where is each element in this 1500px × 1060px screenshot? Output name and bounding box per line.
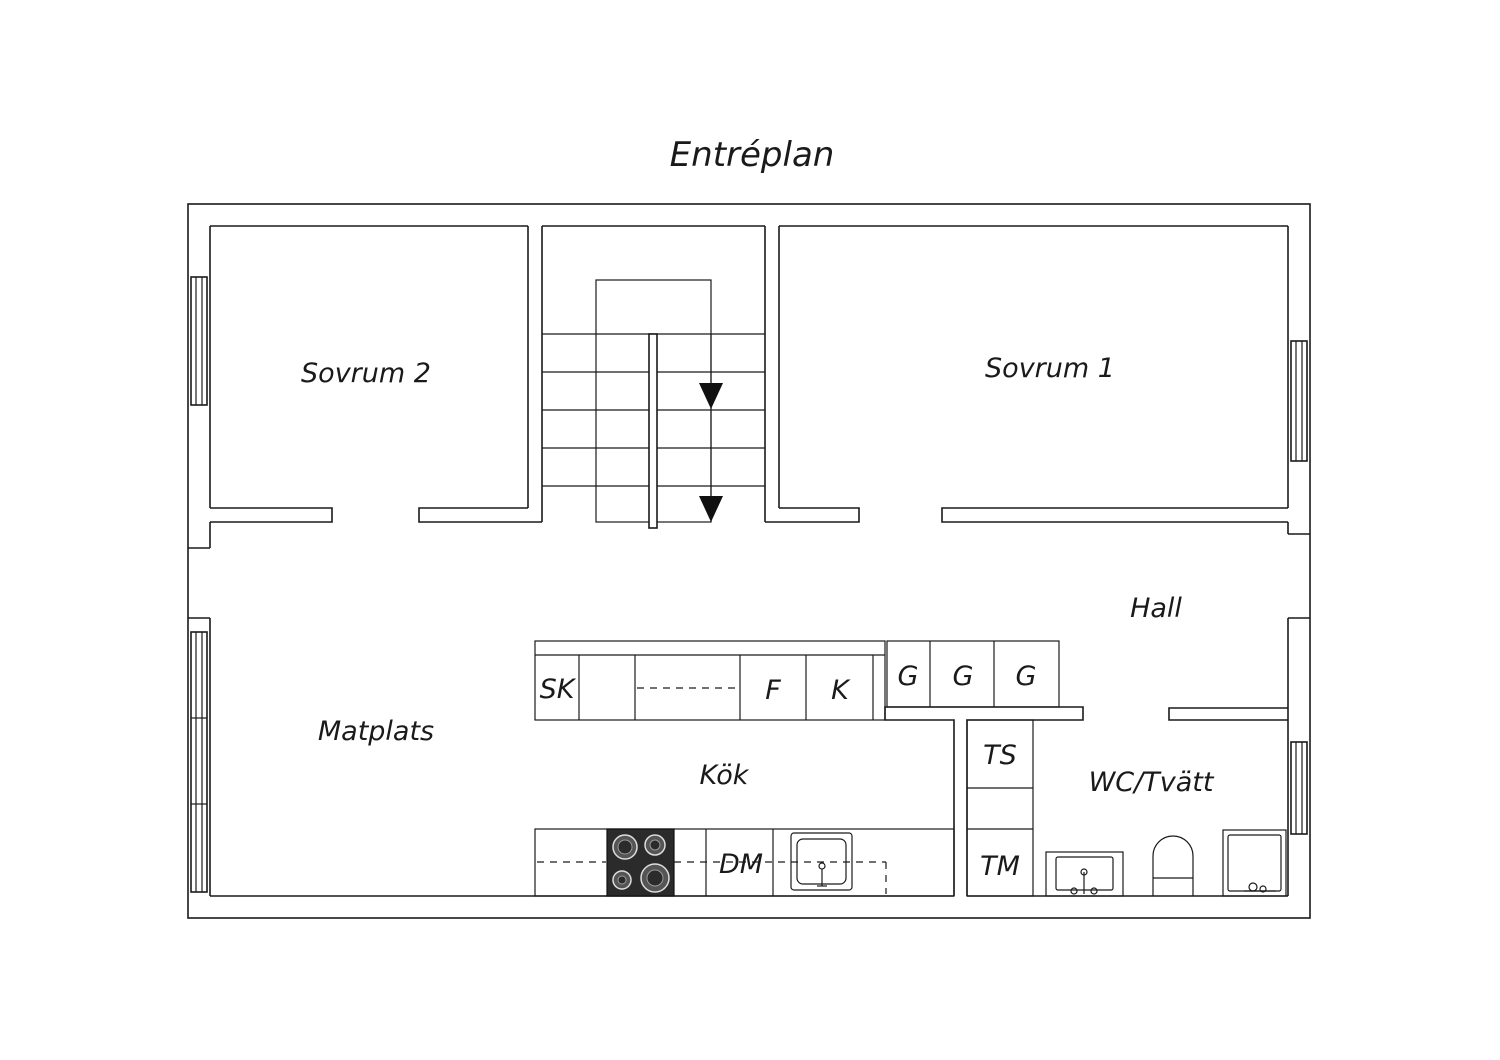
room-label-sovrum-2: Sovrum 2 [301,358,431,389]
window-icon [190,276,208,406]
outer-walls [187,203,1311,919]
label-g-1: G [898,661,919,692]
label-tm: TM [980,851,1020,882]
kitchen-lower-counter [534,828,955,897]
toilet-icon [1152,835,1194,896]
kitchen-upper-counter [534,640,1060,721]
room-label-sovrum-1: Sovrum 1 [985,353,1115,384]
stair-arrow-icon [699,496,723,522]
room-label-wc-tvatt: WC/Tvätt [1089,767,1215,798]
room-label-hall: Hall [1130,593,1182,624]
label-g-3: G [1016,661,1037,692]
window-icon [1290,340,1308,462]
shower-icon [1222,829,1287,897]
label-ts: TS [983,740,1017,771]
stove-icon [606,828,675,897]
sovrum-1-walls [765,226,1288,523]
window-icon [190,631,208,893]
room-label-matplats: Matplats [318,716,434,747]
wc-walls [884,706,1288,897]
label-sk: SK [540,674,577,705]
window-icon [1290,741,1308,835]
label-dm: DM [719,849,763,880]
washbasin-icon [1045,851,1124,897]
label-g-2: G [953,661,974,692]
plan-title: Entréplan [670,135,835,175]
label-k: K [831,675,851,706]
label-f: F [765,675,781,706]
sovrum-2-walls [210,226,543,523]
stair-arrow-icon [699,383,723,409]
room-label-kok: Kök [700,760,750,791]
sink-icon [790,832,853,891]
staircase [542,226,766,529]
